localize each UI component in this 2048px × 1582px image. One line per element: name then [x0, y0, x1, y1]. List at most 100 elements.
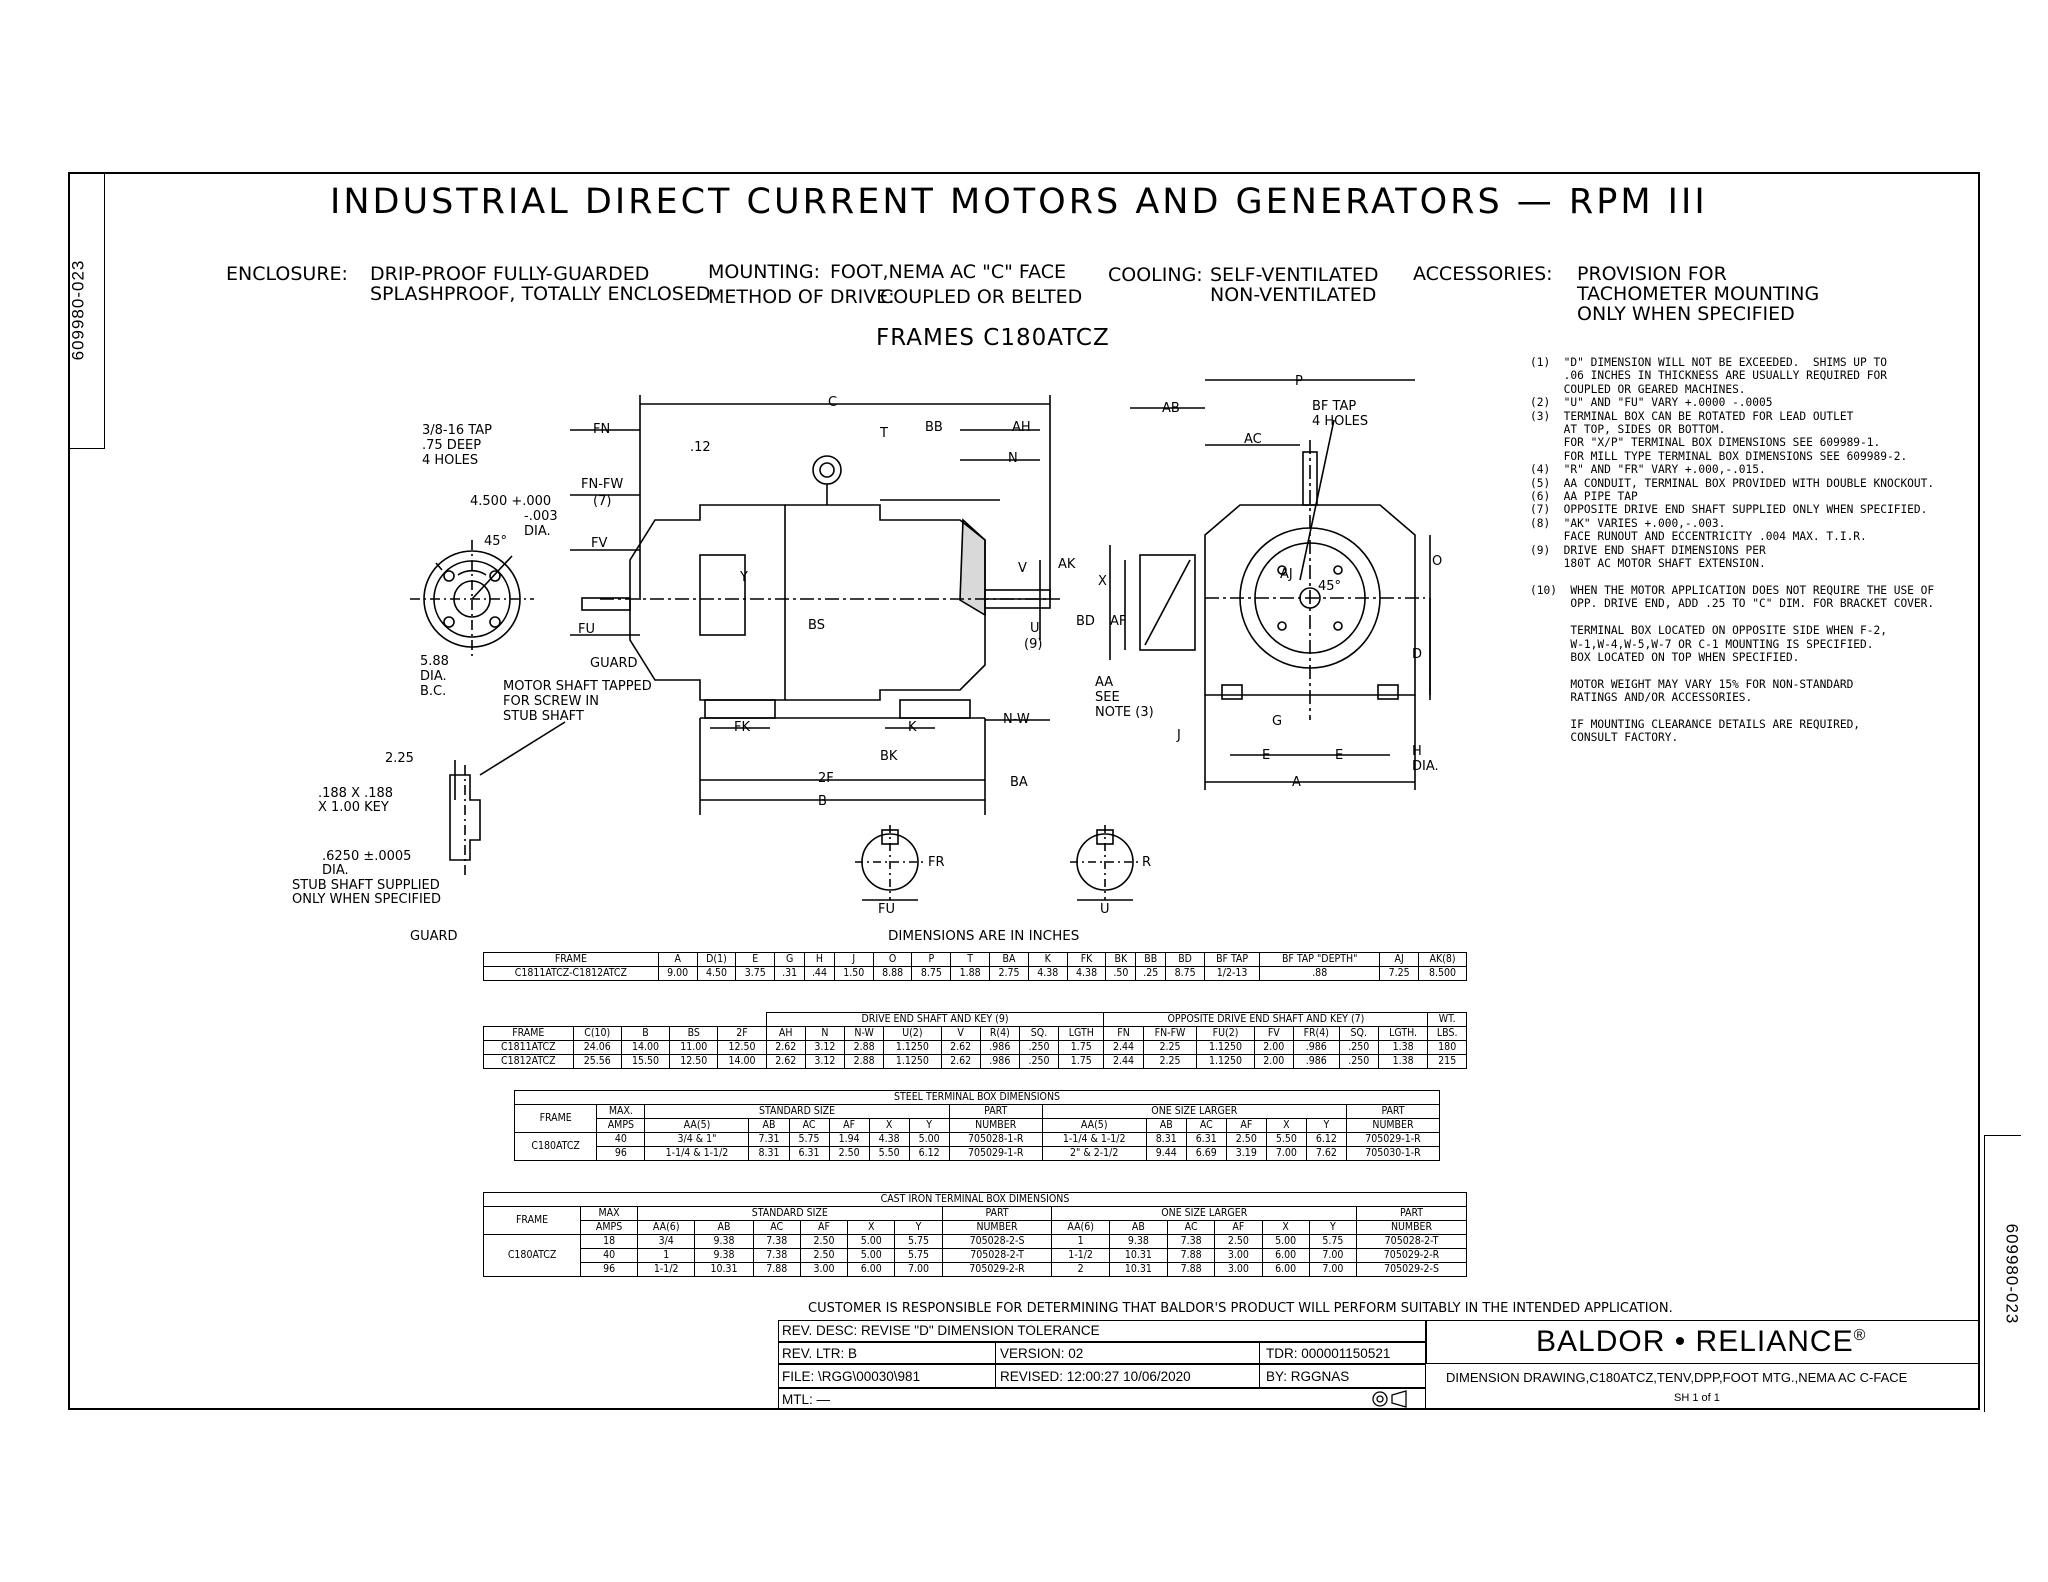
- label-fn: FN: [593, 422, 611, 437]
- t2-r0-12: 1.75: [1058, 1040, 1105, 1055]
- t4-r2-5: 6.00: [847, 1262, 896, 1277]
- t3-r0-9: 8.31: [1145, 1132, 1187, 1147]
- note-line: (5) AA CONDUIT, TERMINAL BOX PROVIDED WI…: [1530, 476, 1935, 490]
- face-view: [410, 540, 534, 658]
- t4-part2-h: PART: [1356, 1206, 1467, 1221]
- t2-r0-6: 3.12: [804, 1040, 846, 1055]
- t2-h-8: U(2): [883, 1026, 942, 1041]
- t2-h-19: LGTH.: [1377, 1026, 1429, 1041]
- t2-r1-14: 2.25: [1142, 1054, 1198, 1069]
- enclosure-value-1: DRIP-PROOF FULLY-GUARDED: [370, 263, 650, 285]
- t2-r0-14: 2.25: [1142, 1040, 1198, 1055]
- registered-mark: ®: [1853, 1327, 1867, 1344]
- t1-fk: 4.38: [1066, 966, 1107, 981]
- t3-r0-13: 6.12: [1305, 1132, 1347, 1147]
- t3-part-h: PART: [948, 1104, 1043, 1119]
- t4-number-h: NUMBER: [941, 1220, 1053, 1235]
- t2-h-20: LBS.: [1427, 1026, 1467, 1041]
- t3-r0-4: 1.94: [828, 1132, 870, 1147]
- label-n9: (9): [1024, 637, 1043, 652]
- label-fv: FV: [591, 536, 608, 551]
- label-j: J: [1177, 728, 1181, 743]
- t2-r1-13: 2.44: [1103, 1054, 1144, 1069]
- label-bolt-tol: -.003: [524, 509, 558, 524]
- t2-r1-15: 1.1250: [1196, 1054, 1255, 1069]
- note-line: FOR "X/P" TERMINAL BOX DIMENSIONS SEE 60…: [1530, 436, 1881, 450]
- note-line: RATINGS AND/OR ACCESSORIES.: [1530, 691, 1753, 705]
- table2-header: FRAME C(10) B BS 2F AH N N-W U(2) V R(4)…: [483, 1026, 1467, 1041]
- t2-h-5: AH: [765, 1026, 806, 1041]
- t4-l-y: Y: [1308, 1220, 1358, 1235]
- t4-frame: C180ATCZ: [482, 1234, 582, 1277]
- t4-r0-2: 9.38: [694, 1234, 754, 1249]
- label-ac: AC: [1244, 432, 1262, 447]
- t3-r1-14: 705030-1-R: [1345, 1146, 1441, 1161]
- t3-l-aa: AA(5): [1041, 1118, 1147, 1133]
- label-bolt-dia: DIA.: [524, 524, 551, 539]
- t2-r0-1: 24.06: [572, 1040, 622, 1055]
- t1-h-frame: FRAME: [483, 952, 659, 967]
- t1-h-g: G: [774, 952, 806, 967]
- table-row: 40 1 9.38 7.38 2.50 5.00 5.75 705028-2-T…: [484, 1248, 1467, 1263]
- t4-r1-6: 5.75: [894, 1248, 943, 1263]
- note-line: TERMINAL BOX LOCATED ON OPPOSITE SIDE WH…: [1530, 624, 1887, 638]
- label-ah: AH: [1012, 420, 1031, 435]
- t3-r1-12: 7.00: [1265, 1146, 1307, 1161]
- label-n7: (7): [593, 494, 612, 509]
- t4-r1-12: 6.00: [1261, 1248, 1310, 1263]
- label-u: U: [1030, 621, 1040, 636]
- t4-r0-0: 18: [580, 1234, 639, 1249]
- accessories-value-3: ONLY WHEN SPECIFIED: [1577, 303, 1795, 325]
- t4-s-y: Y: [894, 1220, 943, 1235]
- t1-e: 3.75: [735, 966, 776, 981]
- t1-h-d: D(1): [696, 952, 737, 967]
- t4-s-ab: AB: [694, 1220, 754, 1235]
- label-deep: .75 DEEP: [422, 438, 482, 453]
- t1-p: 8.75: [911, 966, 952, 981]
- table-row: C1812ATCZ 25.56 15.50 12.50 14.00 2.62 3…: [483, 1054, 1467, 1069]
- label-v: V: [1018, 561, 1027, 576]
- t3-frame: C180ATCZ: [513, 1132, 598, 1161]
- t1-bd: 8.75: [1165, 966, 1205, 981]
- label-e-left: E: [1262, 748, 1271, 763]
- t3-r0-11: 2.50: [1225, 1132, 1267, 1147]
- t2-r0-8: 1.1250: [883, 1040, 942, 1055]
- t1-h-ba: BA: [989, 952, 1029, 967]
- table-row: 96 1-1/2 10.31 7.88 3.00 6.00 7.00 70502…: [484, 1262, 1467, 1277]
- t3-s-aa: AA(5): [644, 1118, 750, 1133]
- t1-h-ak: AK(8): [1418, 952, 1467, 967]
- label-2f: 2F: [818, 771, 834, 786]
- t3-s-af: AF: [828, 1118, 870, 1133]
- t1-bb: .25: [1135, 966, 1167, 981]
- t2-r1-12: 1.75: [1058, 1054, 1105, 1069]
- t2-h-6: N: [804, 1026, 846, 1041]
- t2-h-17: FR(4): [1292, 1026, 1340, 1041]
- t4-r2-10: 7.88: [1166, 1262, 1216, 1277]
- side-view: [570, 395, 1060, 815]
- t1-frame: C1811ATCZ-C1812ATCZ: [483, 966, 659, 981]
- notes-block: (1) "D" DIMENSION WILL NOT BE EXCEEDED. …: [1530, 356, 2010, 745]
- table1-header: FRAME A D(1) E G H J O P T BA K FK BK BB…: [483, 952, 1467, 967]
- label-y: Y: [740, 570, 748, 585]
- label-af: AF: [1110, 614, 1127, 629]
- t2-r0-9: 2.62: [940, 1040, 981, 1055]
- label-end-45: 45°: [1318, 579, 1342, 594]
- t2-r0-5: 2.62: [765, 1040, 806, 1055]
- t4-l-aa: AA(6): [1051, 1220, 1110, 1235]
- t4-r1-1: 1: [637, 1248, 696, 1263]
- t3-r0-5: 4.38: [868, 1132, 910, 1147]
- t2-group-ode: OPPOSITE DRIVE END SHAFT AND KEY (7): [1103, 1012, 1429, 1027]
- note-line: (4) "R" AND "FR" VARY +.000,-.015.: [1530, 463, 1766, 477]
- t2-h-3: BS: [669, 1026, 719, 1041]
- t4-r2-4: 3.00: [799, 1262, 849, 1277]
- t1-h-h: H: [804, 952, 835, 967]
- t2-group-de: DRIVE END SHAFT AND KEY (9): [765, 1012, 1105, 1027]
- t4-r0-3: 7.38: [752, 1234, 801, 1249]
- shaft-dimensions-table: DRIVE END SHAFT AND KEY (9) OPPOSITE DRI…: [483, 1012, 1467, 1069]
- label-key-1: .188 X .188: [318, 786, 394, 801]
- tdr: TDR: 000001150521: [1266, 1346, 1391, 1361]
- t2-r1-0: C1812ATCZ: [483, 1054, 574, 1069]
- t3-amps-h: AMPS: [596, 1118, 646, 1133]
- label-o: O: [1432, 554, 1443, 569]
